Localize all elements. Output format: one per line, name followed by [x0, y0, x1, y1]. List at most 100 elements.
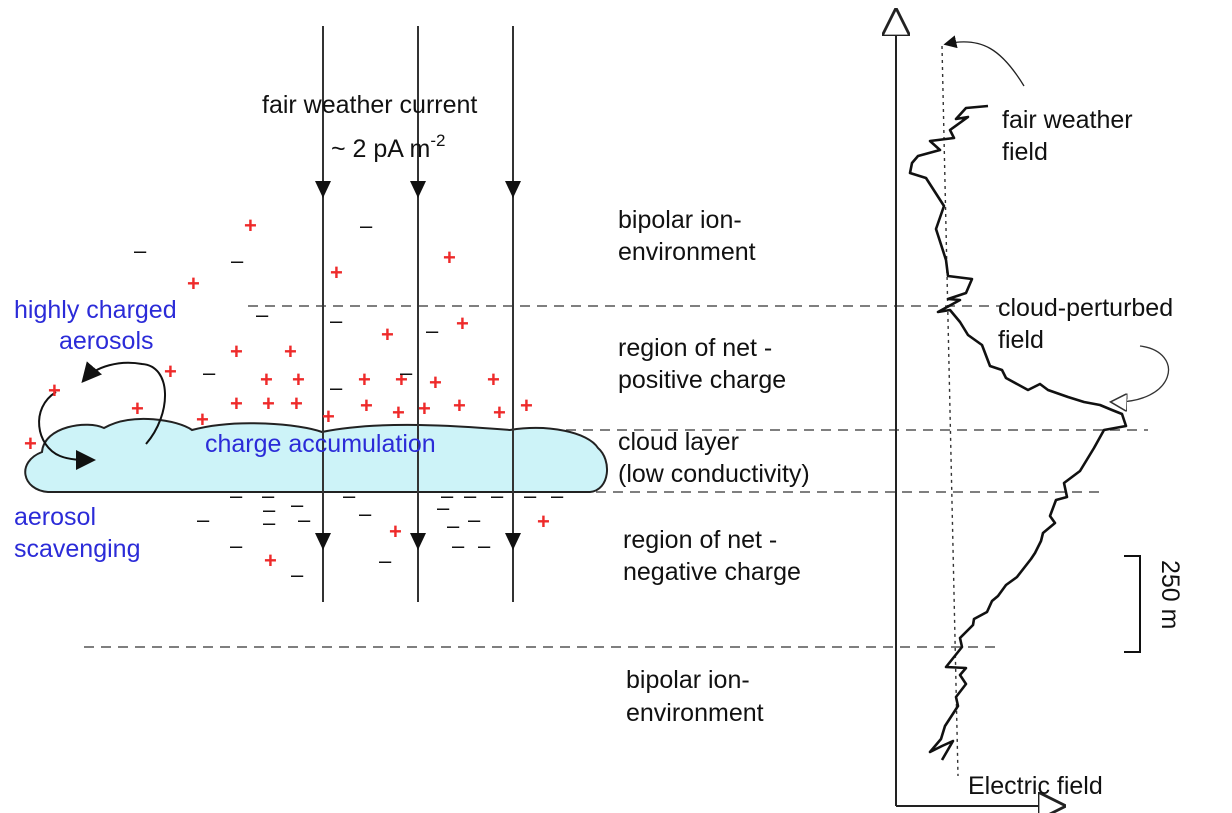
minus-25: – — [447, 513, 460, 538]
minus-30: – — [379, 548, 392, 573]
plus-2: + — [187, 271, 200, 296]
cloud-shape — [24, 417, 609, 493]
plus-10: + — [260, 367, 273, 392]
plus-15: + — [487, 367, 500, 392]
minus-10: – — [230, 483, 243, 508]
plus-25: + — [418, 396, 431, 421]
minus-1: – — [360, 213, 373, 238]
aerosol-scavenging-label-1: aerosol — [14, 503, 96, 531]
bipolar-top-label-2: environment — [618, 238, 756, 266]
arrowhead-2a — [410, 181, 426, 198]
minus-2: – — [134, 238, 147, 263]
plus-7: + — [230, 339, 243, 364]
arrowhead-3b — [505, 533, 521, 550]
plus-18: + — [196, 407, 209, 432]
plus-12: + — [358, 367, 371, 392]
plus-17: + — [131, 396, 144, 421]
minus-6: – — [426, 318, 439, 343]
positive-charges: + + + + + + + + + + + + + + + + + + + + … — [24, 213, 550, 573]
net-positive-label-2: positive charge — [618, 366, 786, 394]
field-profile-plot: fair weather field cloud-perturbed field… — [896, 22, 1184, 806]
plus-6: + — [381, 322, 394, 347]
minus-4: – — [256, 302, 269, 327]
current-lines — [322, 26, 514, 602]
plus-3: + — [330, 260, 343, 285]
plus-23: + — [360, 393, 373, 418]
minus-24: – — [359, 501, 372, 526]
cloud-perturbed-pointer — [1112, 345, 1169, 402]
net-negative-label-1: region of net - — [623, 526, 777, 554]
cloud-layer-label-1: cloud layer — [618, 428, 739, 456]
minus-20: – — [437, 495, 450, 520]
plus-9: + — [164, 359, 177, 384]
cloud-layer-label-2: (low conductivity) — [618, 460, 810, 488]
plus-20: + — [262, 391, 275, 416]
minus-16: – — [524, 483, 537, 508]
minus-3: – — [231, 248, 244, 273]
arrowhead-1b — [315, 533, 331, 550]
minus-7: – — [203, 360, 216, 385]
minus-15: – — [491, 483, 504, 508]
minus-11: – — [262, 483, 275, 508]
plus-21: + — [290, 391, 303, 416]
minus-17: – — [551, 483, 564, 508]
minus-31: – — [291, 562, 304, 587]
minus-14: – — [464, 483, 477, 508]
net-positive-label-1: region of net - — [618, 334, 772, 362]
plus-4: + — [443, 245, 456, 270]
arrowhead-2b — [410, 533, 426, 550]
highly-charged-label-1: highly charged — [14, 296, 177, 324]
plus-8: + — [284, 339, 297, 364]
cloud-perturbed-label-2: field — [998, 326, 1044, 354]
plus-19: + — [230, 391, 243, 416]
current-exponent: -2 — [430, 131, 445, 150]
scale-bar — [1124, 555, 1141, 653]
fair-weather-field-label-2: field — [1002, 138, 1048, 166]
minus-12: – — [343, 483, 356, 508]
plus-1: + — [244, 213, 257, 238]
minus-28: – — [452, 533, 465, 558]
curved-arrow-lower — [38, 391, 96, 470]
plus-16: + — [48, 378, 61, 403]
minus-19: – — [291, 492, 304, 517]
plus-27: + — [493, 400, 506, 425]
minus-21: – — [197, 507, 210, 532]
fair-weather-current-label: fair weather current — [262, 91, 477, 119]
cloud-perturbed-label-1: cloud-perturbed — [998, 294, 1173, 322]
minus-9: – — [400, 360, 413, 385]
minus-5: – — [330, 308, 343, 333]
charge-accumulation-label: charge accumulation — [205, 430, 436, 458]
minus-22: – — [263, 510, 276, 535]
current-arrowheads — [315, 181, 521, 550]
aerosol-scavenging-label-2: scavenging — [14, 535, 140, 563]
negative-charges: – – – – – – – – – – – – – – – – – – – – … — [134, 213, 564, 587]
fair-weather-pointer — [943, 35, 1025, 87]
bipolar-bottom-label-1: bipolar ion- — [626, 666, 750, 694]
plus-26: + — [453, 393, 466, 418]
plus-13: + — [395, 367, 408, 392]
minus-13: – — [441, 483, 454, 508]
plus-22: + — [322, 404, 335, 429]
bipolar-top-label-1: bipolar ion- — [618, 206, 742, 234]
minus-8: – — [330, 375, 343, 400]
plus-31: + — [389, 519, 402, 544]
layer-boundaries — [84, 305, 1148, 648]
fair-weather-reference-line — [941, 45, 959, 777]
plus-24: + — [392, 400, 405, 425]
highly-charged-label-2: aerosols — [59, 327, 154, 355]
plus-30: + — [537, 509, 550, 534]
current-value-text: ~ 2 pA m — [331, 135, 430, 163]
minus-23: – — [298, 507, 311, 532]
current-value-label: ~ 2 pA m-2 — [331, 131, 446, 163]
plus-11: + — [292, 367, 305, 392]
plus-32: + — [264, 548, 277, 573]
plus-5: + — [456, 311, 469, 336]
minus-18: – — [263, 497, 276, 522]
minus-27: – — [230, 533, 243, 558]
fair-weather-field-label-1: fair weather — [1002, 106, 1133, 134]
arrowhead-3a — [505, 181, 521, 198]
minus-29: – — [478, 533, 491, 558]
bipolar-bottom-label-2: environment — [626, 699, 764, 727]
minus-26: – — [468, 507, 481, 532]
